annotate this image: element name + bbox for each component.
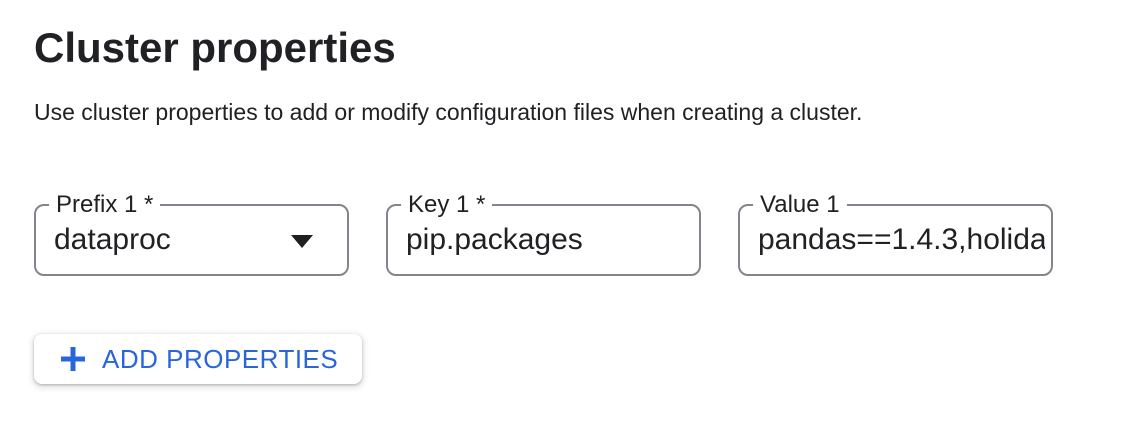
actions-row: ADD PROPERTIES xyxy=(34,334,1088,385)
prefix-selected-value: dataproc xyxy=(54,223,171,257)
value-field: Value 1 xyxy=(738,190,1053,277)
key-field: Key 1 * xyxy=(386,190,701,277)
caret-down-icon xyxy=(291,235,313,249)
prefix-field-label: Prefix 1 * xyxy=(49,190,161,221)
key-field-label: Key 1 * xyxy=(401,190,493,221)
prefix-select[interactable]: dataproc xyxy=(36,206,347,274)
property-row-1: Prefix 1 * dataproc Key 1 * Value 1 xyxy=(34,190,1088,277)
value-field-label: Value 1 xyxy=(753,190,847,221)
add-properties-button[interactable]: ADD PROPERTIES xyxy=(34,334,363,385)
plus-icon xyxy=(58,344,88,374)
page-title: Cluster properties xyxy=(34,24,396,71)
prefix-field: Prefix 1 * dataproc xyxy=(34,190,349,277)
page-description: Use cluster properties to add or modify … xyxy=(34,99,863,126)
add-properties-button-label: ADD PROPERTIES xyxy=(102,343,339,374)
